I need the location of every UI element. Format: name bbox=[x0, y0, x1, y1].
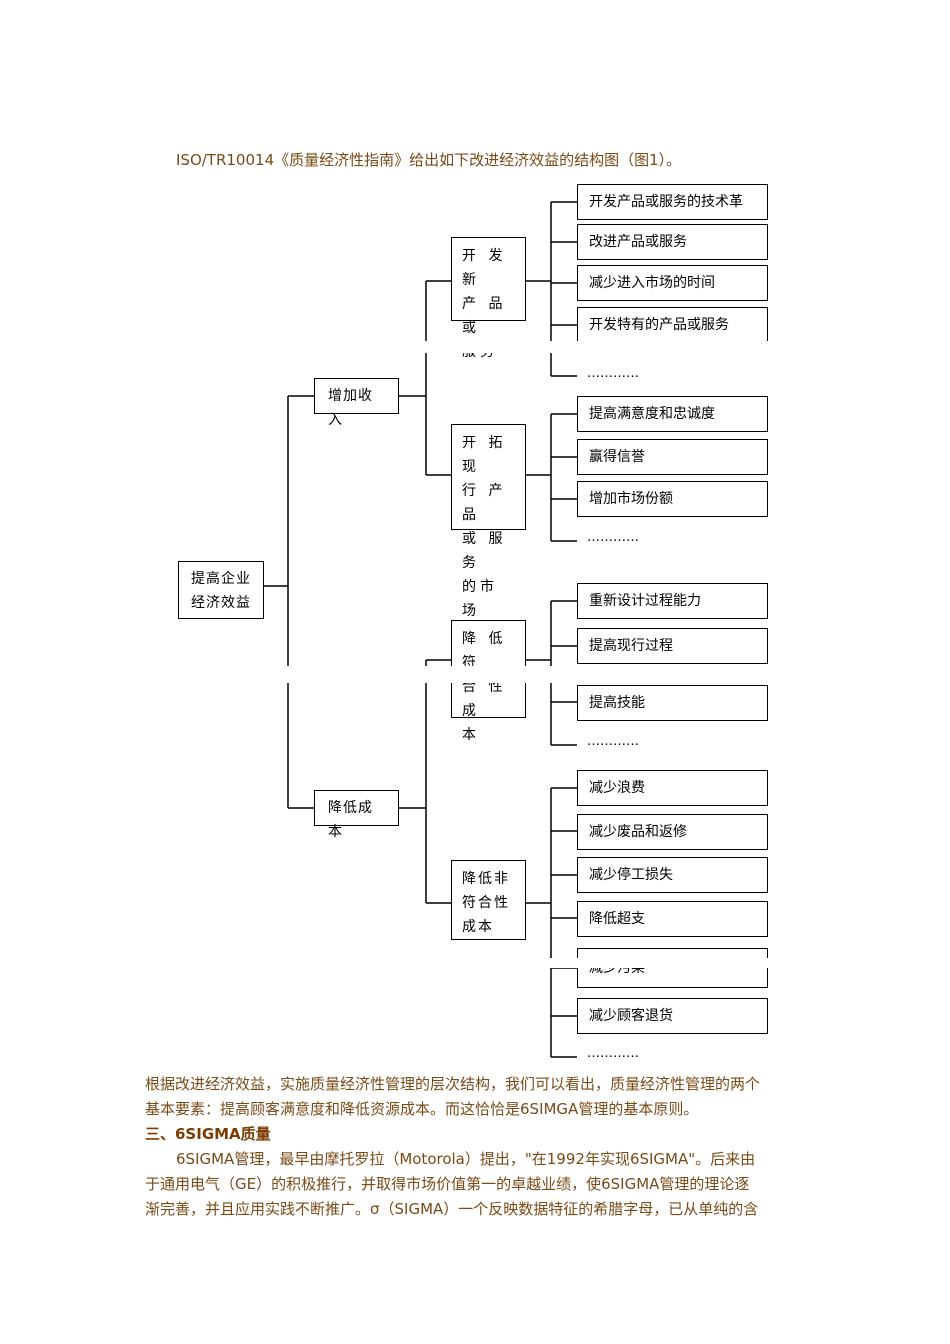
leaf-reduce-downtime: 减少停工损失 bbox=[577, 857, 768, 893]
leaf-improve-products: 改进产品或服务 bbox=[577, 224, 768, 260]
leaf-reduce-returns: 减少顾客退货 bbox=[577, 998, 768, 1034]
branch-node-reduce-cost: 降低成本 bbox=[314, 790, 399, 840]
intro-text: ISO/TR10014《质量经济性指南》给出如下改进经济效益的结构图（图1）。 bbox=[176, 151, 682, 169]
leaf-reduce-scrap-rework: 减少废品和返修 bbox=[577, 814, 768, 850]
leaf-reduce-overrun: 降低超支 bbox=[577, 901, 768, 937]
root-node: 提高企业 经济效益 bbox=[178, 561, 264, 619]
paragraph2-line1: 6SIGMA管理，最早由摩托罗拉（Motorola）提出，"在1992年实现6S… bbox=[176, 1150, 756, 1168]
ellipsis-group1: ………… bbox=[587, 366, 639, 381]
leaf-market-share: 增加市场份额 bbox=[577, 481, 768, 517]
ellipsis-group4: ………… bbox=[587, 1046, 639, 1061]
leaf-reduce-pollution: 减少污染 bbox=[577, 948, 768, 988]
leaf-improve-current-process: 提高现行过程 bbox=[577, 628, 768, 664]
leaf-tech-innovation: 开发产品或服务的技术革 bbox=[577, 184, 768, 220]
paragraph2-line3: 渐完善，并且应用实践不断推广。σ（SIGMA）一个反映数据特征的希腊字母，已从单… bbox=[145, 1200, 759, 1218]
page-break-gap-1 bbox=[280, 341, 780, 353]
group-node-expand-market: 开 拓 现 行 产 品 或 服 务 的市场 bbox=[451, 424, 526, 619]
ellipsis-group3: ………… bbox=[587, 734, 639, 749]
group-node-new-products: 开 发 新 产 品 或 服务 bbox=[451, 237, 526, 360]
ellipsis-group2: ………… bbox=[587, 530, 639, 545]
leaf-satisfaction-loyalty: 提高满意度和忠诚度 bbox=[577, 396, 768, 432]
leaf-reduce-time-to-market: 减少进入市场的时间 bbox=[577, 265, 768, 301]
group-node-nonconformance-cost: 降低非 符合性 成本 bbox=[451, 860, 526, 940]
branch-node-increase-revenue: 增加收入 bbox=[314, 378, 399, 428]
paragraph1-line2: 基本要素：提高顾客满意度和降低资源成本。而这恰恰是6SIMGA管理的基本原则。 bbox=[145, 1100, 699, 1118]
leaf-redesign-process: 重新设计过程能力 bbox=[577, 583, 768, 619]
paragraph2-line2: 于通用电气（GE）的积极推行，并取得市场价值第一的卓越业绩，使6SIGMA管理的… bbox=[145, 1175, 750, 1193]
page-break-gap-3 bbox=[540, 958, 780, 968]
leaf-unique-products: 开发特有的产品或服务 bbox=[577, 307, 768, 343]
leaf-reputation: 赢得信誉 bbox=[577, 439, 768, 475]
leaf-improve-skills: 提高技能 bbox=[577, 685, 768, 721]
paragraph1-line1: 根据改进经济效益，实施质量经济性管理的层次结构，我们可以看出，质量经济性管理的两… bbox=[145, 1075, 761, 1093]
leaf-reduce-waste: 减少浪费 bbox=[577, 770, 768, 806]
section-heading: 三、6SIGMA质量 bbox=[145, 1125, 271, 1143]
page-break-gap-2 bbox=[280, 666, 780, 683]
